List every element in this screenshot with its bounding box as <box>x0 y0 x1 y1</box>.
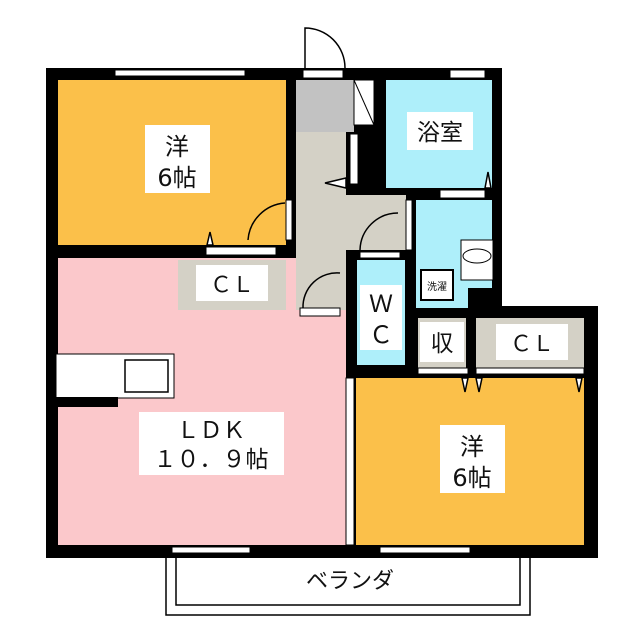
label-closet-left: ＣＬ <box>196 265 268 301</box>
label-storage: 収 <box>420 322 464 362</box>
label-western-room-1: 洋 6帖 <box>145 125 210 193</box>
washer-label: 洗濯 <box>427 281 447 293</box>
washer-icon <box>420 269 454 301</box>
label-ldk: ＬＤＫ １０．９帖 <box>139 412 284 475</box>
svg-text:Ｗ: Ｗ <box>369 290 393 318</box>
windows <box>114 69 585 554</box>
entrance <box>296 80 354 132</box>
svg-text:ＬＤＫ: ＬＤＫ <box>177 418 246 444</box>
svg-text:１０．９帖: １０．９帖 <box>154 447 269 473</box>
svg-text:収: 収 <box>431 331 454 357</box>
svg-text:6帖: 6帖 <box>157 164 196 192</box>
doors <box>206 27 583 393</box>
kitchen-counter <box>55 353 175 407</box>
basin-bowl-icon <box>462 248 492 264</box>
sink-icon <box>124 359 169 393</box>
balcony-label: ベランダ <box>306 569 394 594</box>
label-toilet: Ｗ Ｃ <box>360 285 402 350</box>
balcony: ベランダ <box>165 552 531 616</box>
svg-text:洋: 洋 <box>165 133 189 161</box>
label-bathroom: 浴室 <box>407 112 473 150</box>
svg-text:6帖: 6帖 <box>452 464 491 492</box>
label-closet-right: ＣＬ <box>496 324 568 360</box>
svg-text:浴室: 浴室 <box>417 120 463 146</box>
svg-text:Ｃ: Ｃ <box>369 321 393 349</box>
svg-text:ＣＬ: ＣＬ <box>510 332 554 357</box>
svg-text:ＣＬ: ＣＬ <box>210 273 254 298</box>
svg-text:洋: 洋 <box>460 433 484 461</box>
label-western-room-2: 洋 6帖 <box>440 425 505 493</box>
